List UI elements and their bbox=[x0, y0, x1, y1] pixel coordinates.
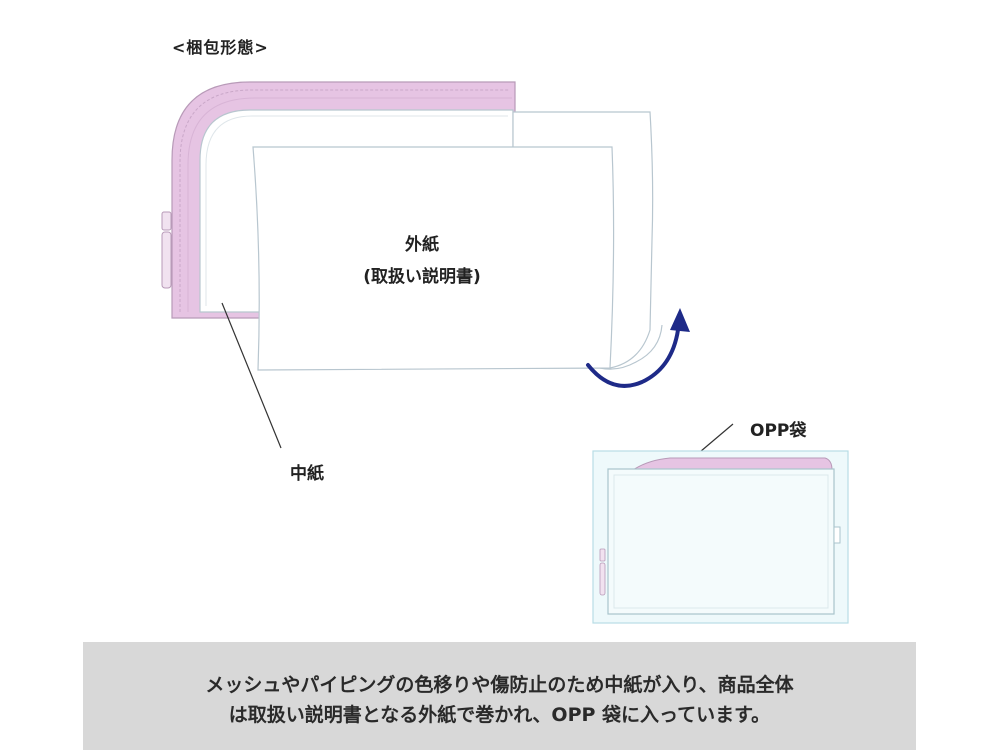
caption-line-1: メッシュやパイピングの色移りや傷防止のため中紙が入り、商品全体 bbox=[205, 674, 794, 696]
inner-paper-label: 中紙 bbox=[290, 464, 324, 484]
section-title: <梱包形態> bbox=[172, 38, 269, 57]
wrap-direction-arrow-icon bbox=[586, 308, 690, 388]
opp-side-tab bbox=[833, 526, 841, 544]
outer-paper-label-line1: 外紙 bbox=[405, 235, 439, 255]
caption-box: メッシュやパイピングの色移りや傷防止のため中紙が入り、商品全体 は取扱い説明書と… bbox=[83, 642, 916, 750]
caption-text: メッシュやパイピングの色移りや傷防止のため中紙が入り、商品全体 は取扱い説明書と… bbox=[83, 670, 916, 730]
inner-paper-edge bbox=[205, 115, 508, 306]
outer-paper-label: 外紙 (取扱い説明書) bbox=[332, 229, 512, 293]
opp-pouch-top bbox=[631, 457, 833, 471]
inner-paper-leader-line bbox=[221, 302, 282, 449]
opp-inner-fold bbox=[613, 474, 829, 609]
pouch-stitch-line bbox=[179, 89, 510, 312]
caption-line-2: は取扱い説明書となる外紙で巻かれ、OPP 袋に入っています。 bbox=[228, 704, 771, 726]
opp-bag-label: OPP袋 bbox=[750, 421, 807, 441]
arrow-curve bbox=[586, 328, 680, 388]
arrow-head bbox=[670, 308, 690, 332]
outer-paper bbox=[252, 146, 615, 371]
pouch-zipper-track bbox=[187, 97, 512, 312]
opp-zipper-pull-icon bbox=[599, 548, 606, 596]
zipper-pull-icon bbox=[161, 211, 172, 289]
outer-paper-curl bbox=[599, 324, 663, 370]
outer-paper-label-line2: (取扱い説明書) bbox=[363, 267, 481, 287]
opp-wrapped-product bbox=[607, 468, 835, 615]
opp-bag bbox=[592, 450, 849, 624]
outer-paper-sheet bbox=[252, 146, 615, 371]
